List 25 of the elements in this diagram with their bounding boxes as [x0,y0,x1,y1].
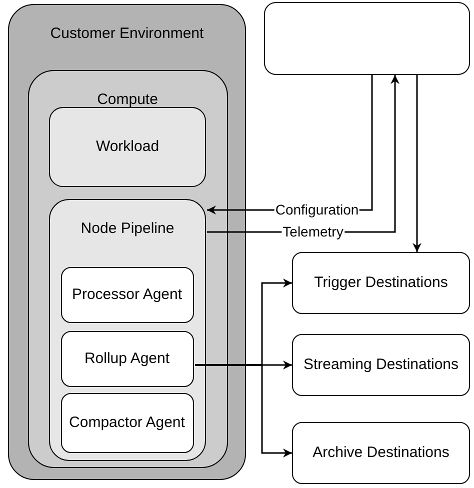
arrow [412,75,422,252]
box-label: Processor Agent [70,286,184,304]
box-label: Rollup Agent [83,350,171,368]
process-box [292,334,470,396]
container-label: Compute [96,90,159,108]
arrow [195,364,292,458]
process-box [49,107,206,187]
edge-label: Configuration [274,202,360,218]
container-box [8,4,246,480]
container-box [28,70,228,468]
box-label: Compactor Agent [68,414,186,432]
box-label: Trigger Destinations [313,274,449,292]
process-box [292,252,470,314]
process-box [60,330,194,386]
box-label: Workload [94,138,160,156]
container-label: Customer Environment [49,25,205,43]
process-box [60,392,194,452]
box-label: Archive Destinations [312,444,450,462]
edge-label: Telemetry [282,224,344,240]
box-label: Streaming Destinations [302,356,460,374]
container-label: Node Pipeline [80,220,176,238]
process-box [292,422,470,484]
blank-box [264,2,470,75]
container-box [49,199,206,461]
process-box [60,266,194,322]
